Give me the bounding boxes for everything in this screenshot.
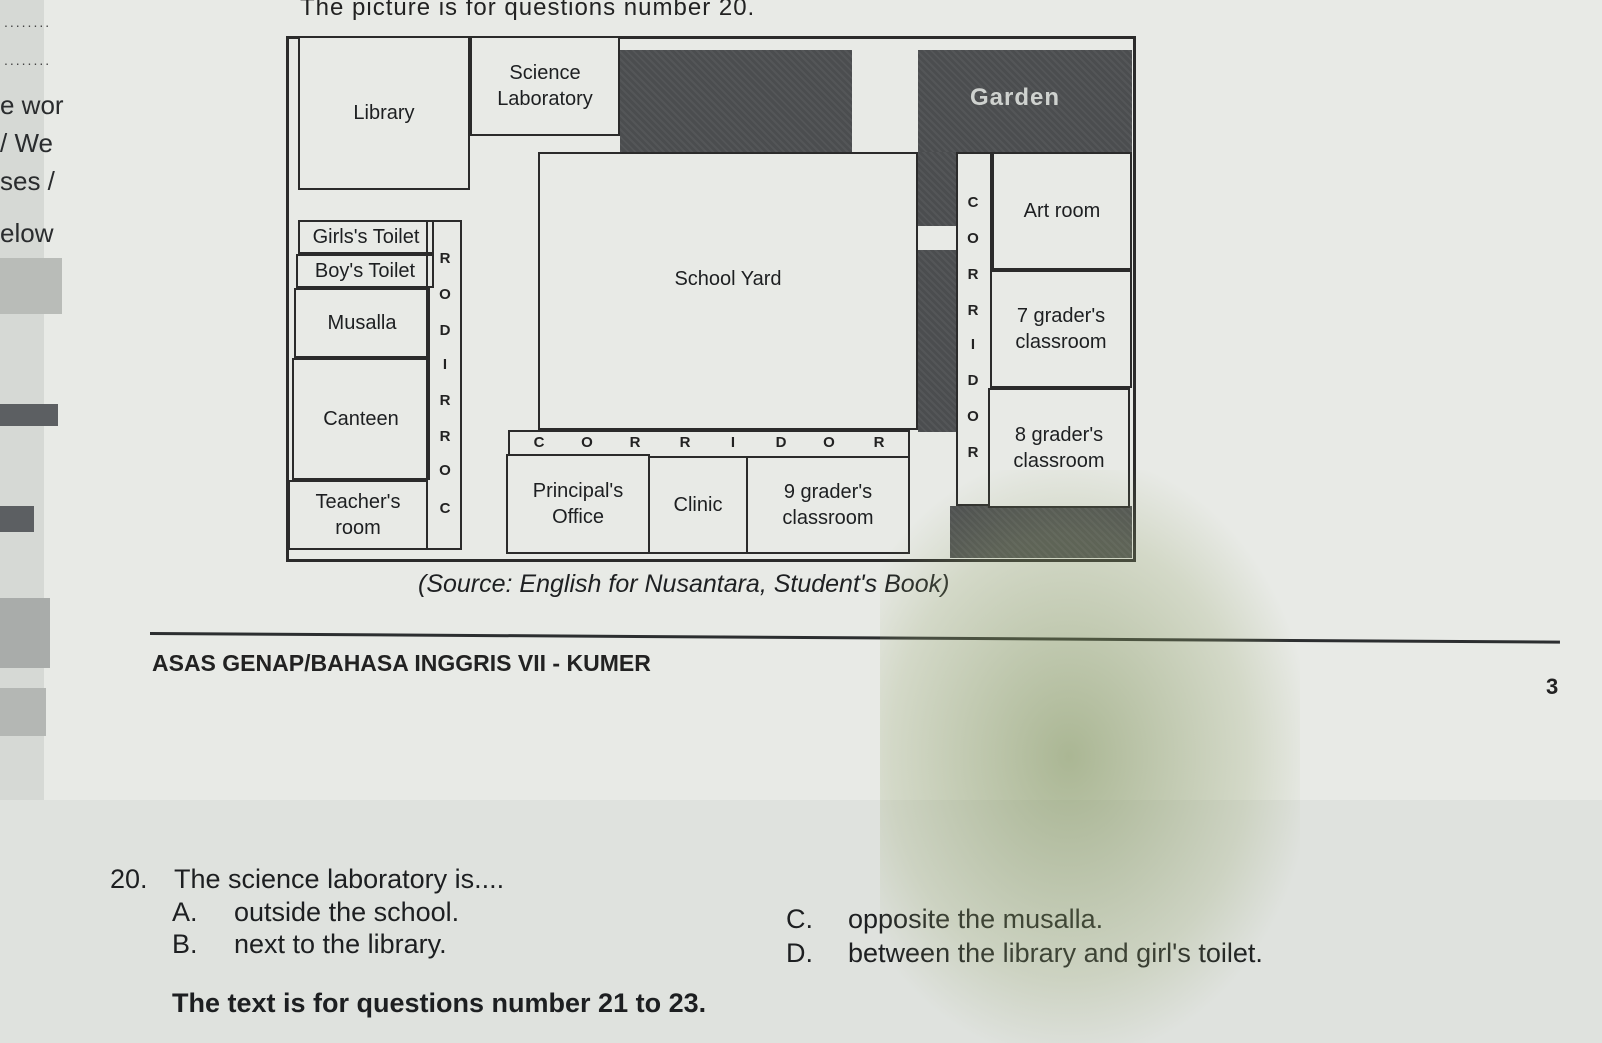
exam-title: ASAS GENAP/BAHASA INGGRIS VII - KUMER	[152, 650, 651, 676]
corridor-letter: C	[439, 500, 451, 517]
corridor-letter: R	[439, 250, 451, 267]
corridor-letter: R	[439, 392, 451, 409]
corridor-letter: R	[967, 302, 979, 319]
option-letter-b: B.	[172, 929, 198, 959]
picture-source: (Source: English for Nusantara, Student'…	[418, 570, 950, 598]
corridor-letter: O	[439, 462, 451, 479]
corridor-letter: O	[967, 408, 979, 425]
corridor-letter: C	[533, 434, 545, 451]
margin-image	[0, 506, 34, 532]
margin-image	[0, 598, 50, 668]
dark-area	[950, 506, 1132, 558]
grade9-classroom: 9 grader's classroom	[746, 456, 910, 554]
margin-fragment: elow	[0, 218, 54, 248]
corridor-letter: R	[629, 434, 641, 451]
page-number: 3	[1546, 674, 1559, 699]
left-corridor	[426, 220, 462, 550]
boys-toilet-room: Boy's Toilet	[296, 254, 434, 288]
option-letter-a: A.	[172, 897, 198, 927]
library-room: Library	[298, 36, 470, 190]
school-floor-plan: Garden Library Science Laboratory Girls'…	[286, 36, 1136, 562]
corridor-letter: R	[967, 266, 979, 283]
dark-area	[620, 50, 852, 152]
option-c[interactable]: opposite the musalla.	[848, 904, 1104, 934]
option-letter-d: D.	[786, 938, 813, 968]
dark-area	[918, 152, 958, 226]
canteen-room: Canteen	[292, 358, 430, 480]
corridor-letter: R	[439, 428, 451, 445]
science-lab-room: Science Laboratory	[470, 36, 620, 136]
next-section-intro: The text is for questions number 21 to 2…	[172, 988, 707, 1018]
girls-toilet-room: Girls's Toilet	[298, 220, 434, 254]
grade8-classroom: 8 grader's classroom	[988, 388, 1130, 508]
dark-area	[918, 250, 958, 432]
margin-fragment: e wor	[0, 90, 64, 120]
option-a[interactable]: outside the school.	[234, 897, 460, 927]
margin-dots: ........	[4, 52, 52, 68]
margin-image	[0, 258, 62, 314]
margin-image	[0, 404, 58, 426]
school-yard: School Yard	[538, 152, 918, 430]
teachers-room: Teacher's room	[288, 480, 428, 550]
garden-label: Garden	[970, 84, 1061, 111]
corridor-letter: I	[730, 434, 736, 451]
corridor-letter: O	[439, 286, 451, 303]
intro-text: The picture is for questions number 20.	[300, 0, 756, 21]
question-text: The science laboratory is....	[174, 864, 505, 894]
principals-office-room: Principal's Office	[506, 454, 650, 554]
plan-outline	[286, 36, 1136, 562]
margin-dots: ........	[4, 14, 52, 30]
option-d[interactable]: between the library and girl's toilet.	[848, 938, 1263, 968]
corridor-letter: D	[967, 372, 979, 389]
grade7-classroom: 7 grader's classroom	[990, 270, 1132, 388]
corridor-letter: D	[775, 434, 787, 451]
clinic-room: Clinic	[648, 456, 748, 554]
margin-fragment: ses /	[0, 166, 55, 196]
corridor-letter: O	[823, 434, 835, 451]
option-letter-c: C.	[786, 904, 813, 934]
margin-fragment: / We	[0, 128, 53, 158]
margin-image	[0, 688, 46, 736]
corridor-letter: R	[679, 434, 691, 451]
next-page	[0, 800, 1602, 1043]
corridor-letter: O	[581, 434, 593, 451]
corridor-letter: D	[439, 322, 451, 339]
corridor-letter: C	[967, 194, 979, 211]
corridor-letter: I	[442, 356, 448, 373]
dark-area	[918, 50, 1132, 152]
musalla-room: Musalla	[294, 288, 430, 358]
corridor-letter: O	[967, 230, 979, 247]
corridor-letter: R	[967, 444, 979, 461]
option-b[interactable]: next to the library.	[234, 929, 447, 959]
question-number: 20.	[110, 864, 148, 894]
corridor-letter: R	[873, 434, 885, 451]
corridor-letter: I	[970, 336, 976, 353]
art-room: Art room	[992, 152, 1132, 270]
